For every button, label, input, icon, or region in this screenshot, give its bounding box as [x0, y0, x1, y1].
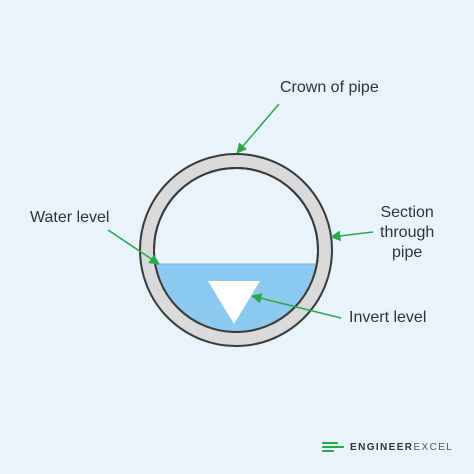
- section-label: Section through pipe: [380, 203, 434, 263]
- water-level-arrow: [107, 229, 160, 265]
- invert-triangle-icon: [208, 281, 260, 324]
- invert-arrow: [250, 293, 342, 319]
- pipe-inner-edge: [153, 167, 319, 333]
- section-label-line3: pipe: [392, 244, 423, 261]
- crown-arrow: [236, 103, 280, 154]
- brand-name: ENGINEEREXCEL: [350, 442, 453, 453]
- section-arrow: [329, 230, 374, 242]
- section-label-line2: through: [380, 224, 435, 241]
- section-label-line1: Section: [380, 204, 434, 221]
- brand-mark-icon: [322, 440, 344, 454]
- invert-label: Invert level: [349, 309, 427, 326]
- brand-name-bold: ENGINEER: [350, 441, 414, 453]
- water-level-label: Water level: [30, 209, 110, 226]
- crown-label: Crown of pipe: [280, 79, 379, 96]
- brand-name-light: EXCEL: [413, 441, 454, 453]
- brand-logo: ENGINEEREXCEL: [322, 440, 453, 454]
